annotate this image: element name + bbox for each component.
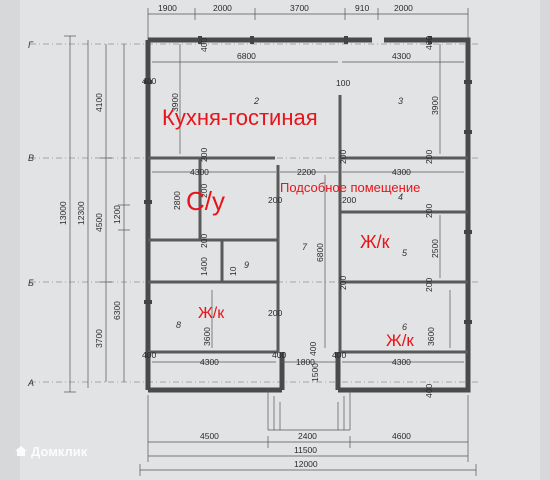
dim-200-h: 200 bbox=[199, 234, 209, 248]
label-bathroom: С/у bbox=[186, 186, 225, 216]
dim-4300-bot-l: 4300 bbox=[200, 357, 219, 367]
dim-2200: 2200 bbox=[297, 167, 316, 177]
bottom-dimension-chains bbox=[139, 395, 477, 476]
dim-total-12000: 12000 bbox=[294, 459, 318, 469]
dim-4300-bot-r: 4300 bbox=[392, 357, 411, 367]
dim-400-small: 400 bbox=[308, 342, 318, 356]
axis-letter-v: В bbox=[28, 153, 34, 163]
dim-400-bot-c: 400 bbox=[332, 350, 346, 360]
dim-left-4500: 4500 bbox=[94, 213, 104, 232]
room-number-5: 5 bbox=[402, 248, 408, 258]
dim-200-g: 200 bbox=[424, 204, 434, 218]
dim-200-b: 200 bbox=[338, 150, 348, 164]
room-number-2: 2 bbox=[253, 96, 259, 106]
interior-dim-lines bbox=[152, 44, 464, 363]
dim-bottom-2400: 2400 bbox=[298, 431, 317, 441]
dim-left-4100: 4100 bbox=[94, 93, 104, 112]
dim-200-a: 200 bbox=[199, 148, 209, 162]
room-number-7: 7 bbox=[302, 242, 308, 252]
dim-top-2000: 2000 bbox=[213, 3, 232, 13]
dim-6800: 6800 bbox=[237, 51, 256, 61]
dim-200-c: 200 bbox=[424, 150, 434, 164]
dim-4300-mid: 4300 bbox=[190, 167, 209, 177]
watermark-text: Домклик bbox=[31, 444, 88, 459]
dim-4300-top: 4300 bbox=[392, 51, 411, 61]
dim-left-1200: 1200 bbox=[112, 205, 122, 224]
label-living-room-b: Ж/к bbox=[198, 305, 225, 322]
dim-200-i: 200 bbox=[424, 278, 434, 292]
dim-400-left: 400 bbox=[142, 76, 156, 86]
exterior-walls bbox=[145, 37, 471, 393]
dim-top-3700: 3700 bbox=[290, 3, 309, 13]
dim-1500: 1500 bbox=[310, 363, 320, 382]
watermark: Домклик bbox=[14, 444, 87, 459]
label-kitchen-living: Кухня-гостиная bbox=[162, 105, 318, 130]
dim-3600-right: 3600 bbox=[426, 327, 436, 346]
dim-left-13000: 13000 bbox=[58, 201, 68, 225]
dim-2800: 2800 bbox=[172, 191, 182, 210]
room-number-3: 3 bbox=[398, 96, 403, 106]
dim-400-bot-right: 400 bbox=[424, 384, 434, 398]
room-number-9: 9 bbox=[244, 260, 249, 270]
dim-200-d: 200 bbox=[199, 184, 209, 198]
dim-200-right-x: 200 bbox=[268, 308, 282, 318]
dim-200-j: 200 bbox=[338, 276, 348, 290]
dim-200-e: 200 bbox=[268, 195, 282, 205]
axis-letter-b: Б bbox=[28, 278, 34, 288]
dim-left-3700: 3700 bbox=[94, 329, 104, 348]
axis-letter-g: Г bbox=[28, 40, 34, 50]
room-number-6: 6 bbox=[402, 322, 407, 332]
dim-bottom-4600: 4600 bbox=[392, 431, 411, 441]
axis-letter-a: А bbox=[27, 378, 34, 388]
dim-400-right-top: 400 bbox=[424, 36, 434, 50]
dim-3600-left: 3600 bbox=[202, 327, 212, 346]
label-living-room-c: Ж/к bbox=[386, 331, 414, 350]
dim-3900-left: 3900 bbox=[170, 93, 180, 112]
dim-400-bot-b: 400 bbox=[272, 350, 286, 360]
dim-400-top: 400 bbox=[199, 38, 209, 52]
dim-bottom-4500: 4500 bbox=[200, 431, 219, 441]
dim-400-bot-a: 400 bbox=[142, 350, 156, 360]
dim-top-1900: 1900 bbox=[158, 3, 177, 13]
dim-2500: 2500 bbox=[430, 239, 440, 258]
dim-4300-mid-r: 4300 bbox=[392, 167, 411, 177]
dim-100: 100 bbox=[336, 78, 350, 88]
left-dimension-chains bbox=[64, 35, 130, 393]
porch-steps bbox=[267, 390, 351, 431]
dim-10: 10 bbox=[228, 266, 238, 276]
dim-3900-right: 3900 bbox=[430, 96, 440, 115]
window-marks bbox=[144, 36, 472, 324]
room-number-4: 4 bbox=[398, 192, 403, 202]
dim-top-2000b: 2000 bbox=[394, 3, 413, 13]
dim-1800: 1800 bbox=[296, 357, 315, 367]
house-logo-icon bbox=[15, 446, 27, 456]
room-number-8: 8 bbox=[176, 320, 181, 330]
top-dimension-chain bbox=[147, 8, 469, 40]
label-living-room-a: Ж/к bbox=[360, 232, 390, 252]
dim-total-11500: 11500 bbox=[294, 445, 317, 455]
dim-top-910: 910 bbox=[355, 3, 369, 13]
dim-left-6300: 6300 bbox=[112, 301, 122, 320]
dim-200-f: 200 bbox=[342, 195, 356, 205]
dim-1400: 1400 bbox=[199, 257, 209, 276]
label-utility-room: Подсобное помещение bbox=[280, 180, 420, 195]
axis-letter-labels: Г В Б А bbox=[27, 40, 34, 388]
dim-6800-inner: 6800 bbox=[315, 243, 325, 262]
dim-left-12300: 12300 bbox=[76, 201, 86, 225]
